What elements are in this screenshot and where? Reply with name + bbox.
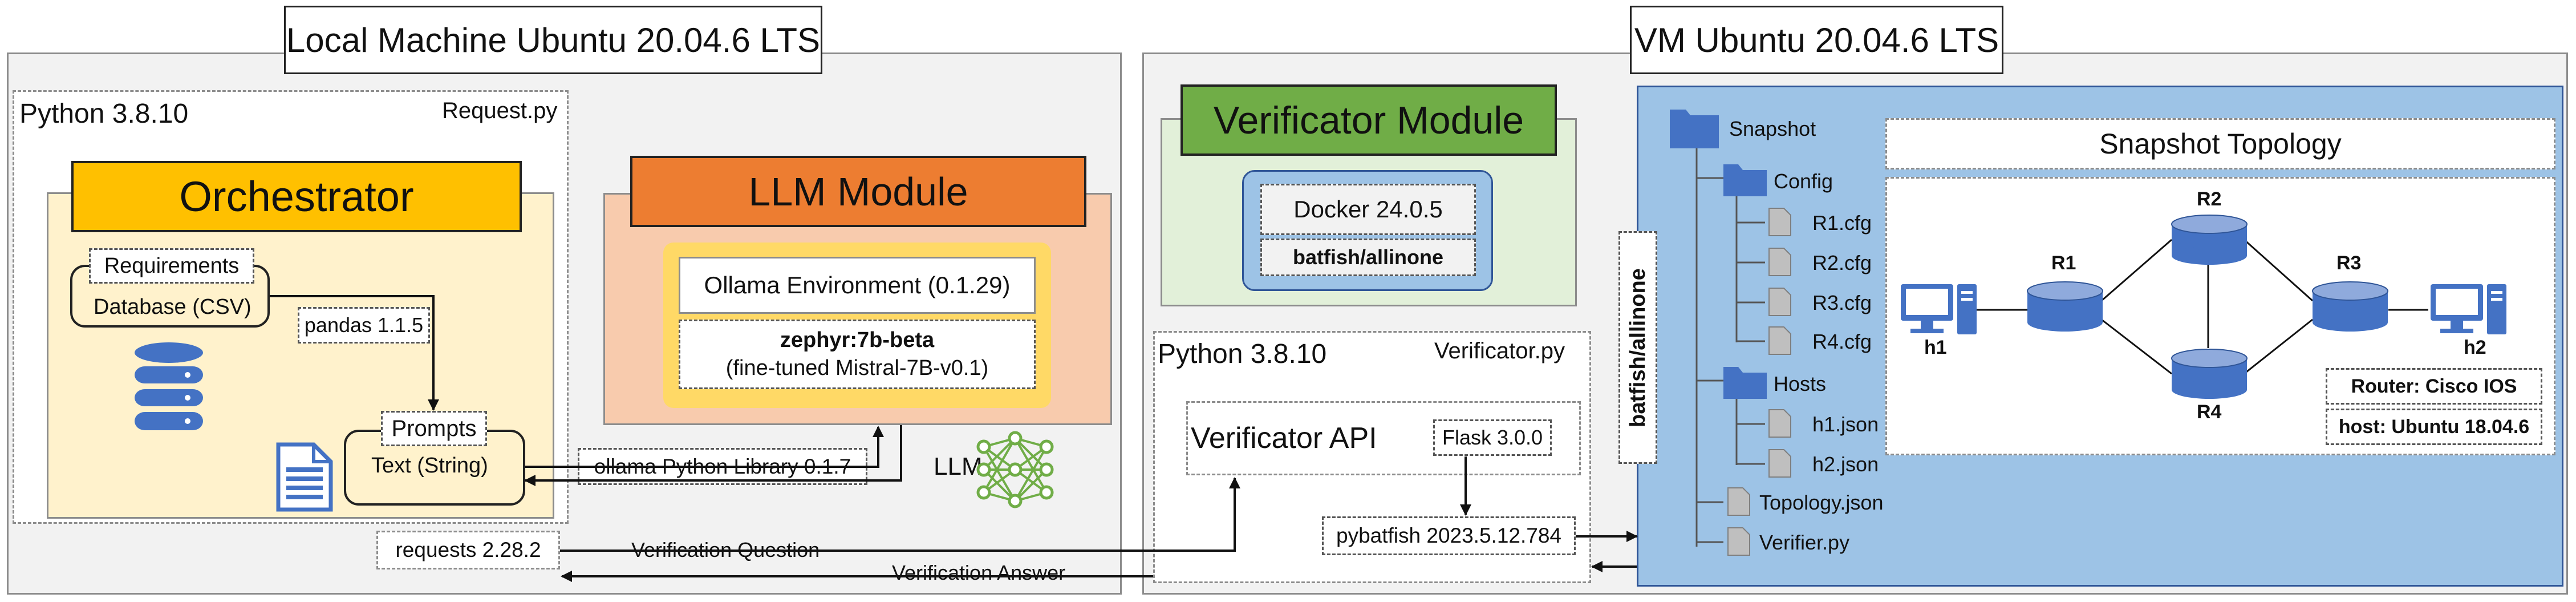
- orchestrator-title: Orchestrator: [179, 173, 414, 220]
- flask-text: Flask 3.0.0: [1442, 426, 1543, 449]
- ollama-library-text: ollama Python Library 0.1.7: [594, 454, 851, 478]
- pybatfish-text: pybatfish 2023.5.12.784: [1336, 524, 1561, 547]
- host-label-h1: h1: [1924, 337, 1947, 358]
- requests-text: requests 2.28.2: [395, 538, 541, 561]
- prompts-text: Prompts: [391, 415, 477, 441]
- vm-title: VM Ubuntu 20.04.6 LTS: [1630, 6, 2003, 74]
- tree-file-r3: R3.cfg: [1812, 291, 1872, 314]
- prompts-box: [344, 430, 525, 506]
- docker-version-text: Docker 24.0.5: [1293, 196, 1443, 223]
- host-type-box: host: Ubuntu 18.04.6: [2326, 409, 2542, 445]
- llm-icon-label: LLM: [934, 452, 983, 480]
- tree-config: Config: [1774, 169, 1833, 193]
- database-csv-label: Database (CSV): [94, 295, 251, 319]
- orchestrator-header: Orchestrator: [71, 161, 522, 232]
- zephyr-model-name: zephyr:7b-beta: [780, 328, 935, 352]
- verificator-py-label: Verificator.py: [1434, 338, 1565, 363]
- requests-label: requests 2.28.2: [376, 531, 560, 569]
- text-string-label: Text (String): [371, 454, 488, 478]
- pandas-text: pandas 1.1.5: [304, 313, 424, 337]
- router-label-r4: R4: [2197, 401, 2222, 423]
- local-machine-title-text: Local Machine Ubuntu 20.04.6 LTS: [286, 21, 821, 59]
- snapshot-topology-title-box: Snapshot Topology: [1885, 118, 2555, 169]
- verificator-module-title: Verificator Module: [1213, 98, 1524, 142]
- host-label-h2: h2: [2464, 337, 2486, 358]
- docker-image-box: batfish/allinone: [1260, 239, 1476, 276]
- vm-python-version: Python 3.8.10: [1158, 339, 1327, 369]
- requirements-text: Requirements: [104, 253, 240, 278]
- zephyr-model-note: (fine-tuned Mistral-7B-v0.1): [725, 356, 989, 380]
- document-icon: [276, 442, 333, 512]
- tree-file-r1: R1.cfg: [1812, 211, 1872, 235]
- request-py-label: Request.py: [442, 98, 558, 123]
- tree-file-h2: h2.json: [1812, 452, 1879, 476]
- verification-question-label: Verification Question: [629, 538, 822, 562]
- router-type-text: Router: Cisco IOS: [2351, 375, 2517, 397]
- flask-label: Flask 3.0.0: [1433, 419, 1552, 456]
- verificator-module-header: Verificator Module: [1181, 84, 1557, 156]
- database-icon: [133, 341, 205, 433]
- router-label-r3: R3: [2336, 252, 2362, 274]
- container-vertical-label: batfish/allinone: [1618, 231, 1657, 464]
- router-label-r1: R1: [2051, 252, 2076, 274]
- tree-file-r2: R2.cfg: [1812, 251, 1872, 274]
- router-type-box: Router: Cisco IOS: [2326, 368, 2542, 405]
- verification-answer-label: Verification Answer: [890, 561, 1068, 585]
- docker-version-box: Docker 24.0.5: [1260, 184, 1476, 235]
- docker-image-text: batfish/allinone: [1292, 245, 1444, 269]
- router-label-r2: R2: [2197, 188, 2222, 210]
- neural-network-icon: [972, 427, 1058, 512]
- local-python-version: Python 3.8.10: [19, 99, 189, 129]
- ollama-environment-text: Ollama Environment (0.1.29): [704, 272, 1011, 298]
- llm-module-title: LLM Module: [748, 169, 968, 214]
- zephyr-model-box: zephyr:7b-beta (fine-tuned Mistral-7B-v0…: [679, 320, 1036, 389]
- tree-verifier: Verifier.py: [1759, 531, 1850, 554]
- ollama-library-label: ollama Python Library 0.1.7: [578, 448, 867, 485]
- vm-title-text: VM Ubuntu 20.04.6 LTS: [1634, 21, 1999, 59]
- host-type-text: host: Ubuntu 18.04.6: [2338, 415, 2530, 438]
- local-machine-title: Local Machine Ubuntu 20.04.6 LTS: [284, 6, 822, 74]
- tree-snapshot: Snapshot: [1729, 117, 1816, 140]
- container-vertical-text: batfish/allinone: [1625, 268, 1650, 427]
- tree-file-h1: h1.json: [1812, 413, 1879, 436]
- ollama-environment: Ollama Environment (0.1.29): [679, 257, 1036, 314]
- tree-topology: Topology.json: [1759, 491, 1884, 514]
- snapshot-topology-title: Snapshot Topology: [2099, 128, 2342, 160]
- requirements-label: Requirements: [89, 248, 254, 284]
- tree-hosts: Hosts: [1774, 372, 1827, 395]
- verificator-api-text: Verificator API: [1191, 422, 1377, 455]
- tree-file-r4: R4.cfg: [1812, 330, 1872, 353]
- pandas-label: pandas 1.1.5: [298, 307, 430, 344]
- pybatfish-label: pybatfish 2023.5.12.784: [1322, 516, 1576, 555]
- llm-module-header: LLM Module: [630, 156, 1086, 227]
- prompts-label: Prompts: [381, 411, 487, 446]
